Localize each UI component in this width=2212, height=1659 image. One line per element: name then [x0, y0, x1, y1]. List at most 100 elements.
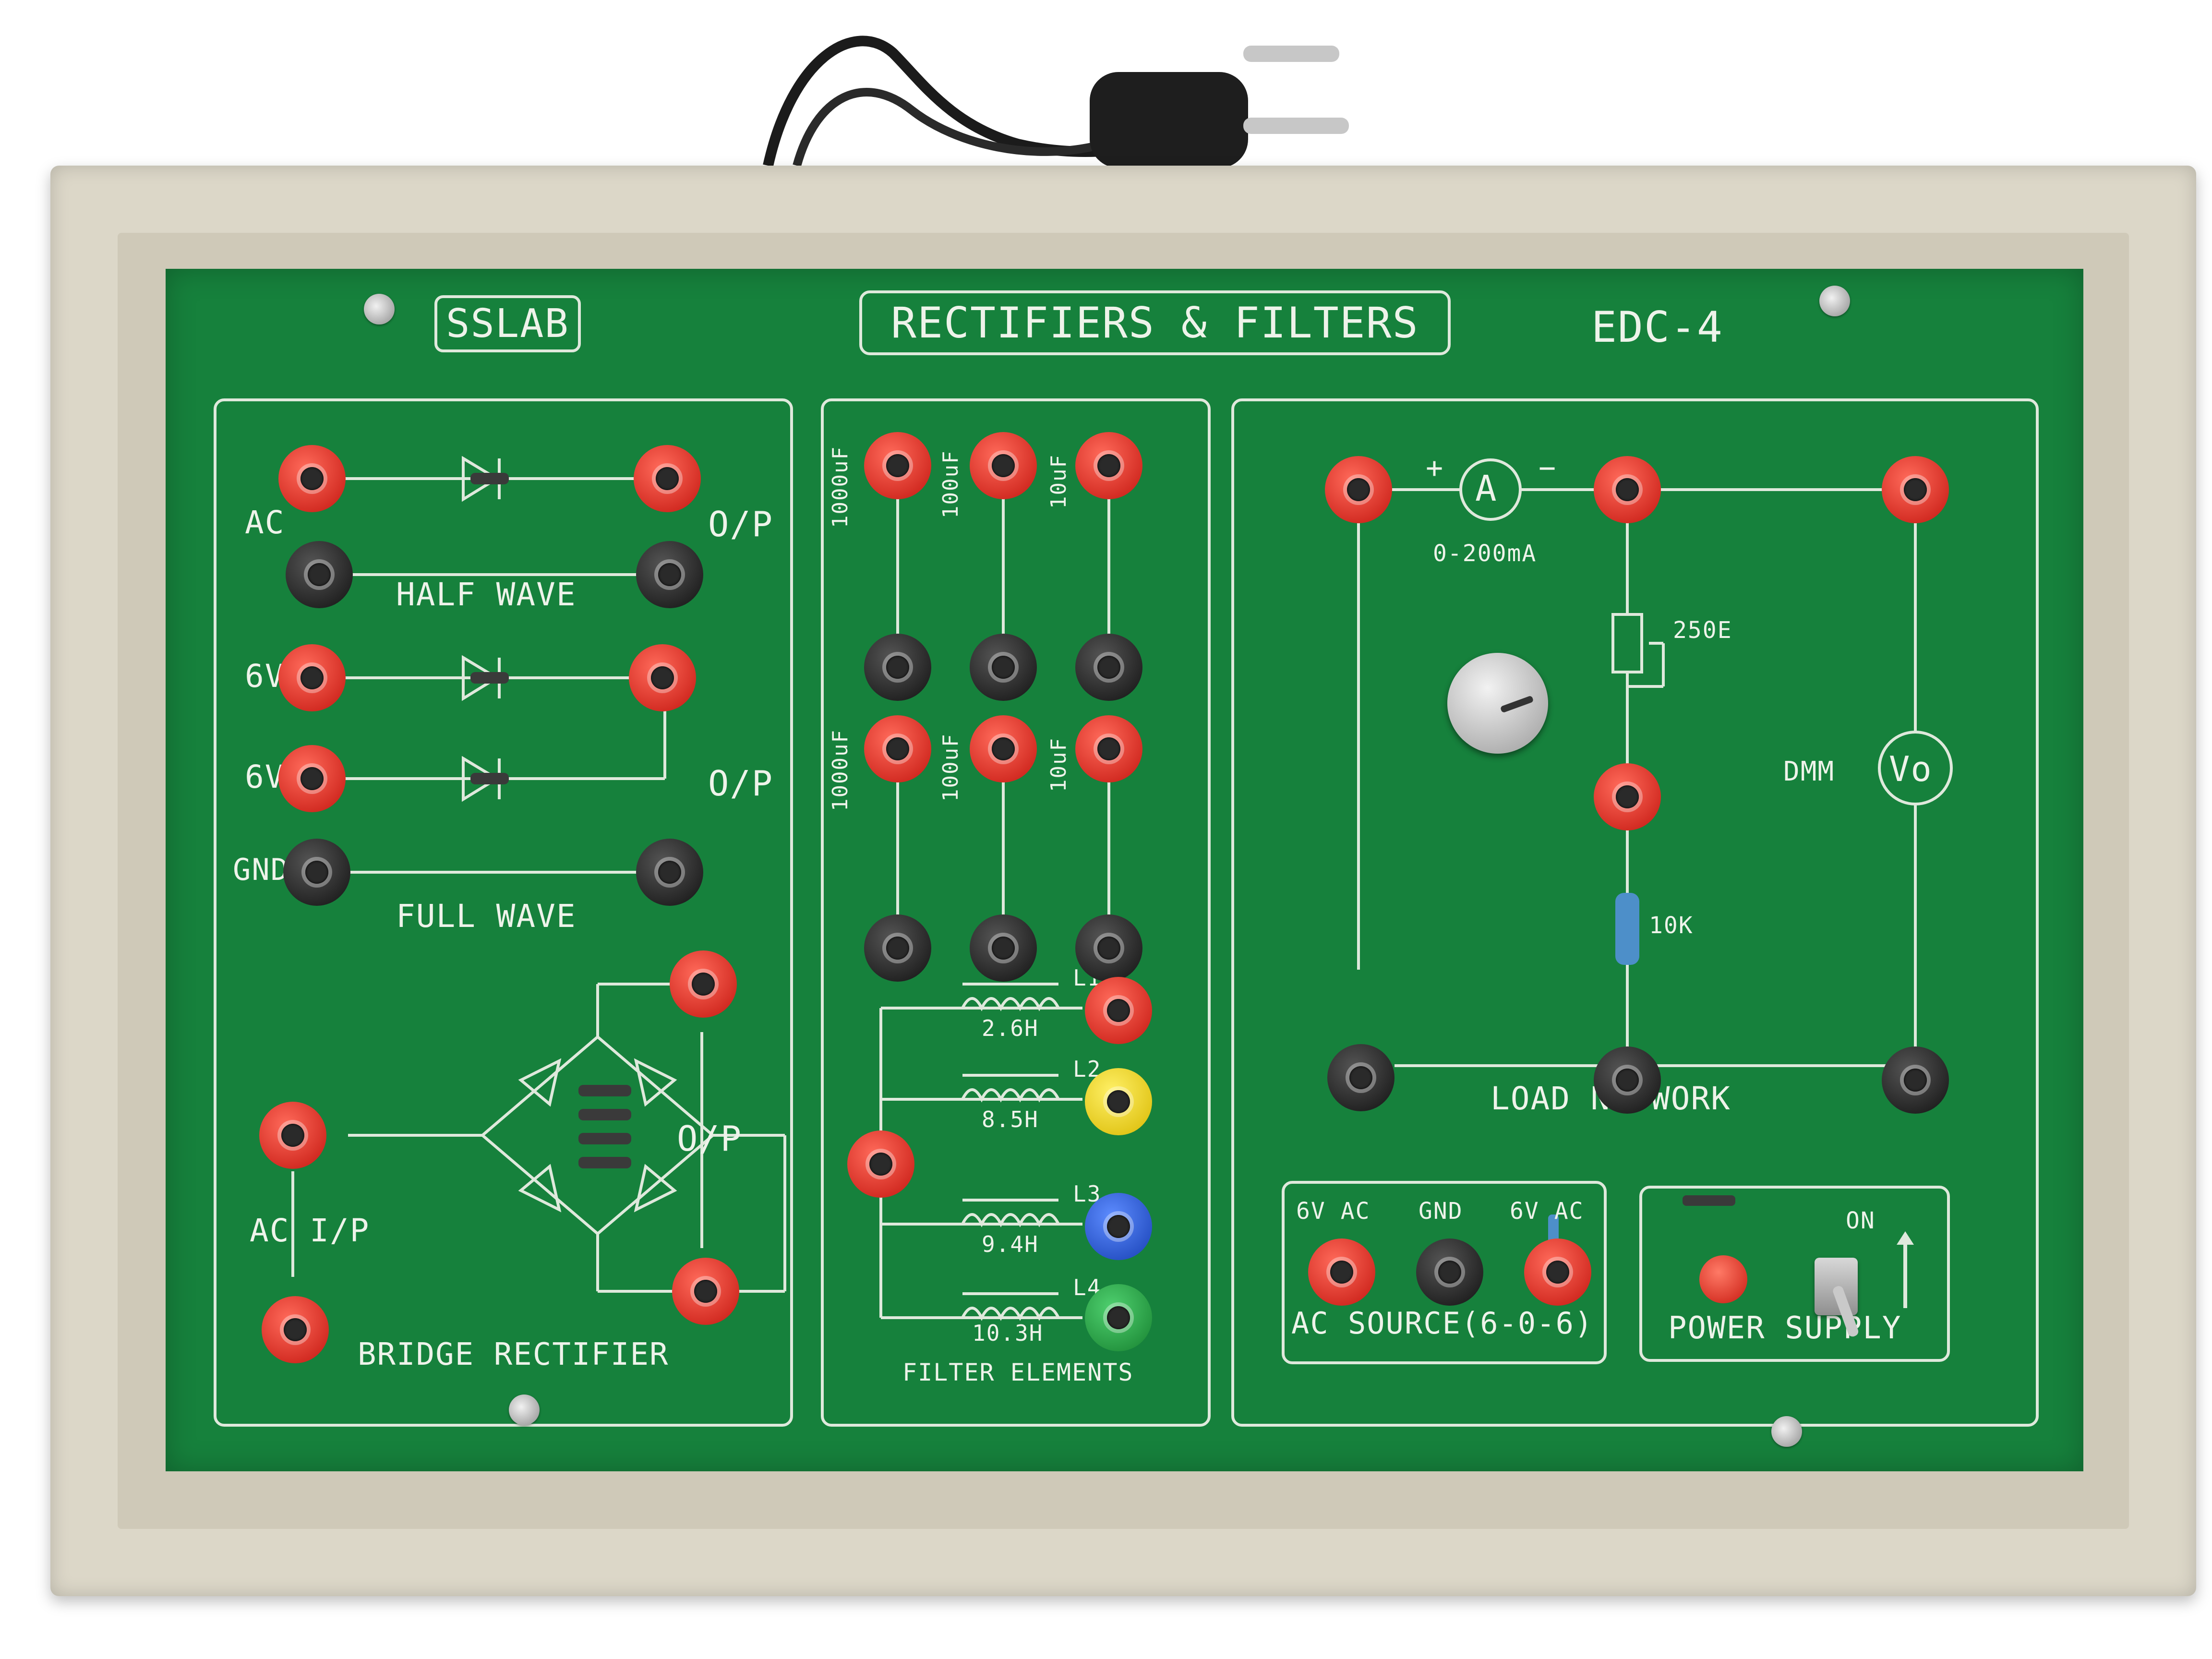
- load-section: [1231, 398, 2039, 1427]
- full-wave-6v-jack-bottom[interactable]: [278, 745, 346, 812]
- dmm-label: DMM: [1783, 756, 1835, 787]
- load-input-jack[interactable]: [1325, 456, 1392, 523]
- full-wave-gnd-jack-right[interactable]: [636, 839, 703, 906]
- inductor-value-l4: 10.3H: [972, 1320, 1044, 1346]
- power-on-arrow-icon: [1897, 1231, 1914, 1308]
- power-led: [1699, 1255, 1747, 1303]
- screw-top-left: [364, 294, 395, 325]
- bridge-op-label: O/P: [677, 1118, 743, 1159]
- ac-source-gnd-jack[interactable]: [1416, 1238, 1483, 1306]
- half-wave-op-jack[interactable]: [634, 445, 701, 512]
- half-wave-gnd-jack-right[interactable]: [636, 541, 703, 608]
- cap-100uf-bottom-black[interactable]: [970, 914, 1037, 982]
- half-wave-diode: [470, 473, 509, 484]
- bridge-input-label: AC I/P: [250, 1212, 370, 1249]
- half-wave-op-label: O/P: [708, 504, 774, 544]
- plug-pin-bottom: [1243, 118, 1349, 134]
- full-wave-6v-bottom: 6V: [245, 758, 285, 795]
- ammeter-plus: +: [1426, 451, 1444, 485]
- ac-source-title: AC SOURCE(6-0-6): [1291, 1306, 1594, 1341]
- cap-100uf-top-red[interactable]: [970, 432, 1037, 499]
- inductor-l1-jack[interactable]: [1085, 977, 1152, 1044]
- power-on-label: ON: [1846, 1207, 1875, 1234]
- inductor-l4-jack[interactable]: [1085, 1284, 1152, 1351]
- bridge-ac-jack-top[interactable]: [259, 1102, 326, 1169]
- cap-label-top-1: 1000uF: [828, 446, 853, 528]
- model-label: EDC-4: [1591, 302, 1723, 352]
- bridge-op-jack-top[interactable]: [670, 950, 737, 1018]
- ac-source-6v-jack-left[interactable]: [1308, 1238, 1375, 1306]
- half-wave-title: HALF WAVE: [396, 576, 577, 613]
- inductor-l3-jack[interactable]: [1085, 1193, 1152, 1260]
- power-toggle-switch[interactable]: [1815, 1258, 1860, 1338]
- inductor-value-l2: 8.5H: [982, 1106, 1039, 1132]
- resistor-10k: [1615, 893, 1639, 965]
- load-gnd-jack-right[interactable]: [1882, 1046, 1949, 1114]
- panel-title: RECTIFIERS & FILTERS: [859, 290, 1451, 355]
- full-wave-title: FULL WAVE: [396, 898, 577, 935]
- cap-1000uf-top-red[interactable]: [864, 432, 931, 499]
- full-wave-diode-2: [470, 773, 509, 784]
- ammeter-minus: −: [1539, 451, 1557, 485]
- filter-section: [821, 398, 1211, 1427]
- ac-source-label-gnd: GND: [1419, 1198, 1463, 1225]
- power-diode: [1683, 1195, 1735, 1206]
- screw-bottom-right: [1771, 1416, 1802, 1447]
- cap-1000uf-top-black[interactable]: [864, 634, 931, 701]
- cap-1000uf-bottom-black[interactable]: [864, 914, 931, 982]
- full-wave-6v-top: 6V: [245, 658, 285, 695]
- cap-10uf-top-red[interactable]: [1075, 432, 1142, 499]
- cap-10uf-top-black[interactable]: [1075, 634, 1142, 701]
- plug-body: [1090, 72, 1248, 168]
- brand-label: SSLAB: [434, 295, 581, 352]
- cap-100uf-bottom-red[interactable]: [970, 715, 1037, 782]
- pcb-panel: SSLAB RECTIFIERS & FILTERS EDC-4 AC O/P …: [166, 269, 2083, 1471]
- half-wave-ac-jack[interactable]: [278, 445, 346, 512]
- cap-1000uf-bottom-red[interactable]: [864, 715, 931, 782]
- bridge-title: BRIDGE RECTIFIER: [358, 1337, 669, 1372]
- load-gnd-jack-left[interactable]: [1327, 1044, 1395, 1111]
- bridge-ac-jack-bottom[interactable]: [262, 1296, 329, 1363]
- ammeter-range: 0-200mA: [1433, 540, 1537, 567]
- cap-10uf-bottom-red[interactable]: [1075, 715, 1142, 782]
- screw-top-right: [1819, 286, 1850, 316]
- full-wave-gnd-jack-left[interactable]: [283, 839, 350, 906]
- inductor-l2-jack[interactable]: [1085, 1068, 1152, 1135]
- ac-source-label-right: 6V AC: [1510, 1198, 1584, 1225]
- vo-symbol: Vo: [1889, 749, 1933, 789]
- full-wave-op-label: O/P: [708, 763, 774, 804]
- cap-100uf-top-black[interactable]: [970, 634, 1037, 701]
- load-output-jack[interactable]: [1882, 456, 1949, 523]
- pot-value: 250E: [1673, 617, 1732, 644]
- load-ammeter-out-jack[interactable]: [1594, 456, 1661, 523]
- cap-label-bottom-3: 10uF: [1046, 737, 1071, 792]
- silkscreen-lines: [291, 456, 1953, 1321]
- full-wave-6v-jack-top[interactable]: [278, 644, 346, 711]
- full-wave-gnd-label: GND: [233, 852, 289, 887]
- ac-source-6v-jack-right[interactable]: [1524, 1238, 1591, 1306]
- cap-label-top-3: 10uF: [1046, 454, 1071, 509]
- cap-label-bottom-1: 1000uF: [828, 729, 853, 811]
- resistor-value: 10K: [1649, 912, 1694, 939]
- full-wave-op-jack[interactable]: [629, 644, 696, 711]
- cap-label-bottom-2: 100uF: [938, 733, 963, 802]
- inductor-common-jack[interactable]: [847, 1130, 914, 1198]
- rectifier-section: [214, 398, 793, 1427]
- inductor-value-l1: 2.6H: [982, 1015, 1039, 1041]
- half-wave-ac-label: AC: [245, 504, 285, 541]
- cap-10uf-bottom-black[interactable]: [1075, 914, 1142, 982]
- inductor-value-l3: 9.4H: [982, 1231, 1039, 1257]
- half-wave-gnd-jack-left[interactable]: [286, 541, 353, 608]
- cap-label-top-2: 100uF: [938, 450, 963, 518]
- plug-pin-top: [1243, 46, 1339, 62]
- ac-source-box: [1282, 1181, 1607, 1364]
- filter-title: FILTER ELEMENTS: [902, 1358, 1134, 1386]
- bridge-diodes: [578, 1085, 631, 1168]
- load-gnd-jack-center[interactable]: [1594, 1046, 1661, 1114]
- bridge-op-jack-bottom[interactable]: [672, 1258, 739, 1325]
- ac-source-label-left: 6V AC: [1296, 1198, 1370, 1225]
- potentiometer-knob[interactable]: [1447, 653, 1548, 754]
- load-mid-jack[interactable]: [1594, 763, 1661, 830]
